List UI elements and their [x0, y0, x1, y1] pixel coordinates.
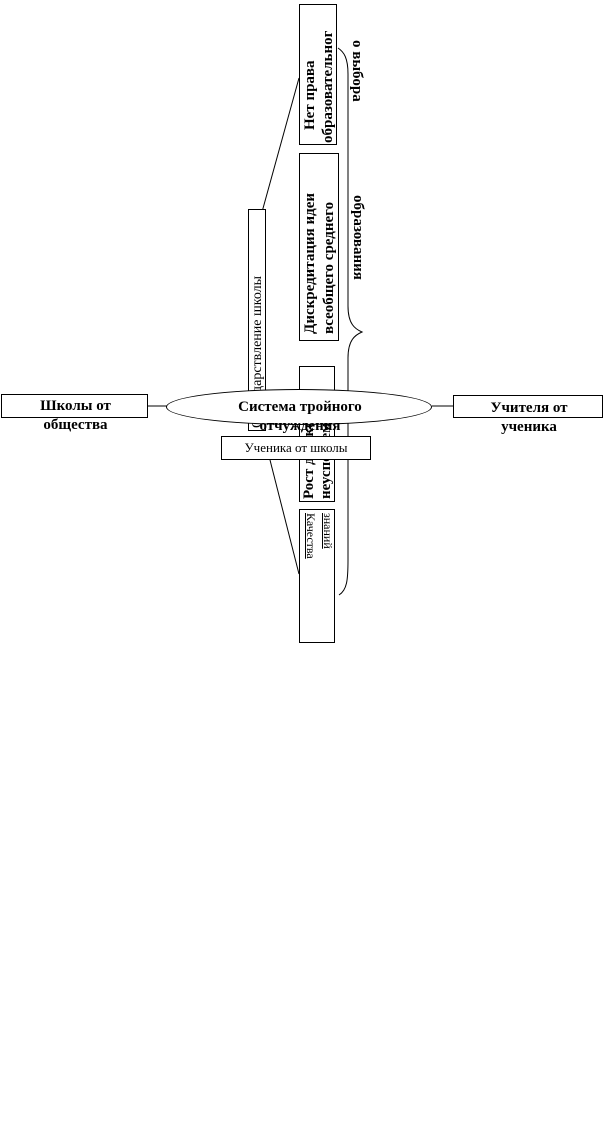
curly-brace — [337, 47, 364, 596]
center-line1: Система тройного — [238, 399, 362, 415]
connector-bottom — [269, 459, 300, 575]
discredit-box: Дискредитация идеи всеобщего среднего — [299, 153, 339, 341]
no-rights-line2: образовательног — [320, 30, 336, 143]
discredit-line2: всеобщего среднего — [321, 201, 337, 334]
right-node-line1: Учителя от — [490, 400, 568, 416]
bottom-node-label: Ученика от школы — [244, 439, 348, 455]
right-node-line2: ученика — [501, 419, 557, 435]
center-ellipse: Система тройного отчуждения — [166, 389, 432, 434]
left-node-line1: Школы от — [40, 398, 111, 414]
no-rights-line3: о выбора — [349, 40, 365, 102]
center-line2: отчуждения — [259, 418, 341, 434]
knowledge-line1: Качества — [304, 513, 318, 559]
knowledge-line2: знаний — [321, 513, 335, 549]
left-node: Школы от общества — [1, 394, 148, 433]
connector-top — [261, 77, 300, 213]
knowledge-box: Качества знаний — [299, 509, 335, 643]
bottom-node: Ученика от школы — [221, 436, 371, 460]
left-node-line2: общества — [43, 417, 108, 433]
discredit-line3: образования — [350, 195, 366, 280]
no-rights-line1: Нет права — [302, 60, 318, 130]
right-node: Учителя от ученика — [453, 395, 603, 435]
discredit-line1: Дискредитация идеи — [302, 192, 318, 334]
no-rights-box: Нет права образовательног — [299, 4, 337, 145]
state-box: Огосударствление школы — [248, 209, 266, 431]
